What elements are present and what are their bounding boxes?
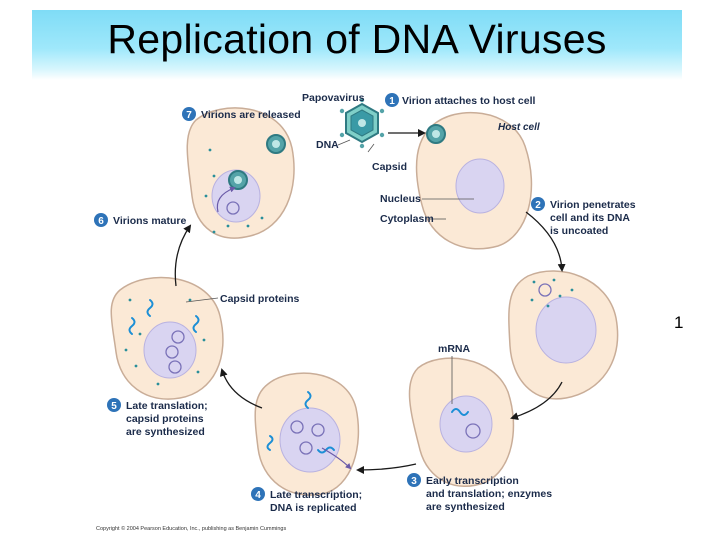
virion-released: [266, 134, 286, 154]
dna-circles: [165, 201, 552, 455]
svg-text:cell and its DNA: cell and its DNA: [550, 212, 630, 224]
step-3: 3 Early transcription and translation; e…: [407, 473, 552, 513]
svg-text:5: 5: [111, 401, 117, 412]
svg-text:Late transcription;: Late transcription;: [270, 489, 362, 501]
cycle-arrows: [174, 129, 566, 474]
title-banner: [32, 10, 682, 80]
capsid-label: Capsid: [372, 161, 407, 173]
inner-arrows: [216, 186, 352, 470]
cell-step-2: [508, 270, 619, 400]
copyright-text: Copyright © 2004 Pearson Education, Inc.…: [96, 525, 286, 532]
svg-text:3: 3: [411, 476, 417, 487]
svg-text:6: 6: [98, 216, 104, 227]
svg-text:is uncoated: is uncoated: [550, 225, 608, 237]
virion-papovavirus: [339, 97, 385, 149]
svg-text:DNA is replicated: DNA is replicated: [270, 502, 357, 514]
svg-text:Virion penetrates: Virion penetrates: [550, 199, 636, 211]
step-1: 1 Virion attaches to host cell: [385, 93, 536, 107]
svg-text:Virions mature: Virions mature: [113, 215, 186, 227]
svg-text:1: 1: [389, 96, 395, 107]
step-7: 7 Virions are released: [182, 107, 301, 121]
labels: Papovavirus DNA Capsid Host cell Nucleus…: [220, 92, 540, 355]
mrna-strands: [128, 299, 469, 454]
capsid-proteins-label: Capsid proteins: [220, 293, 300, 305]
step-4: 4 Late transcription; DNA is replicated: [251, 487, 362, 514]
cell-step-1: [415, 111, 533, 250]
step-6: 6 Virions mature: [94, 213, 186, 227]
cell-step-5: [110, 276, 224, 400]
nucleus-label: Nucleus: [380, 193, 421, 205]
svg-text:and translation; enzymes: and translation; enzymes: [426, 488, 552, 500]
svg-text:Late translation;: Late translation;: [126, 400, 208, 412]
svg-text:Early transcription: Early transcription: [426, 475, 519, 487]
page-title: Replication of DNA Viruses: [107, 16, 607, 62]
dna-label: DNA: [316, 139, 339, 151]
svg-text:2: 2: [535, 200, 541, 211]
svg-text:Virions are released: Virions are released: [201, 109, 301, 121]
papovavirus-label: Papovavirus: [302, 92, 365, 104]
protein-dots: [124, 148, 574, 386]
svg-text:are synthesized: are synthesized: [426, 501, 505, 513]
step-5: 5 Late translation; capsid proteins are …: [107, 398, 208, 438]
step-2: 2 Virion penetrates cell and its DNA is …: [531, 197, 636, 237]
virion-maturing: [228, 170, 248, 190]
page-number: 1: [674, 313, 684, 332]
svg-text:capsid proteins: capsid proteins: [126, 413, 204, 425]
svg-text:Virion attaches to host cell: Virion attaches to host cell: [402, 95, 536, 107]
cell-step-4: [254, 372, 360, 496]
leader-lines: [185, 139, 474, 404]
svg-text:are synthesized: are synthesized: [126, 426, 205, 438]
cell-step-3: [408, 357, 515, 487]
mrna-label: mRNA: [438, 343, 471, 355]
virion-attached: [426, 124, 446, 144]
cytoplasm-label: Cytoplasm: [380, 213, 434, 225]
svg-text:4: 4: [255, 490, 261, 501]
svg-text:7: 7: [186, 110, 192, 121]
host-cell-label: Host cell: [498, 122, 540, 133]
